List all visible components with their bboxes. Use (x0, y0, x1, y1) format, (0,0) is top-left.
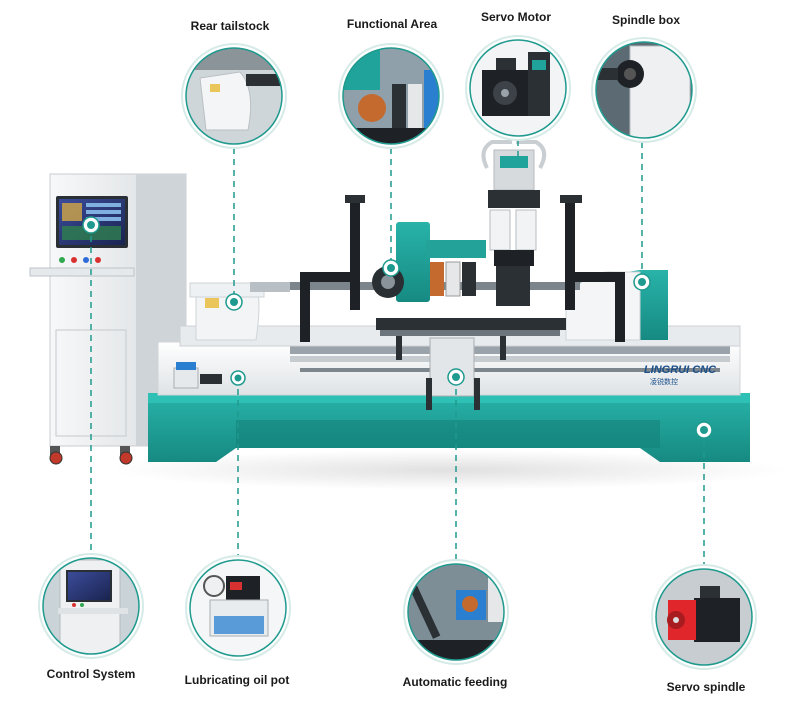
label-functional-area: Functional Area (346, 17, 438, 31)
rear-tailstock-unit (189, 282, 290, 341)
marker-functional-area (382, 259, 400, 277)
label-rear-tailstock: Rear tailstock (190, 19, 270, 33)
callout-rear-tailstock (181, 43, 287, 149)
functional-area-assembly (300, 195, 625, 342)
marker-servo-spindle (695, 421, 713, 439)
marker-dots (82, 216, 713, 439)
brand-subtitle: 凌锐数控 (650, 377, 678, 386)
keyboard-tray (29, 267, 135, 277)
servo-motor-column (481, 140, 547, 306)
leader-lines (90, 140, 705, 565)
callout-functional-area (338, 43, 444, 149)
marker-automatic-feeding (447, 368, 465, 386)
callout-control-system (38, 553, 144, 659)
label-servo-motor: Servo Motor (480, 10, 552, 24)
label-spindle-box: Spindle box (611, 13, 681, 27)
brand-logo: LINGRUI CNC (644, 364, 717, 376)
marker-rear-tailstock (225, 293, 243, 311)
callout-servo-motor (465, 35, 571, 141)
caster-wheel (49, 451, 63, 465)
ground-shadow (110, 450, 790, 490)
marker-lubricating (230, 370, 246, 386)
label-servo-spindle: Servo spindle (666, 680, 746, 694)
label-automatic-feeding: Automatic feeding (402, 675, 508, 689)
callout-automatic-feeding (403, 559, 509, 665)
lubricating-pot-on-machine (173, 362, 222, 389)
callout-servo-spindle (651, 564, 757, 670)
label-control-system: Control System (46, 667, 136, 681)
callout-spindle-box (591, 37, 697, 143)
automatic-feeding-unit (396, 336, 506, 410)
callout-lubricating-oil-pot (185, 555, 291, 661)
marker-control-system (82, 216, 100, 234)
label-lubricating-oil-pot: Lubricating oil pot (184, 673, 290, 687)
marker-spindle-box (633, 273, 651, 291)
caster-wheel (119, 451, 133, 465)
